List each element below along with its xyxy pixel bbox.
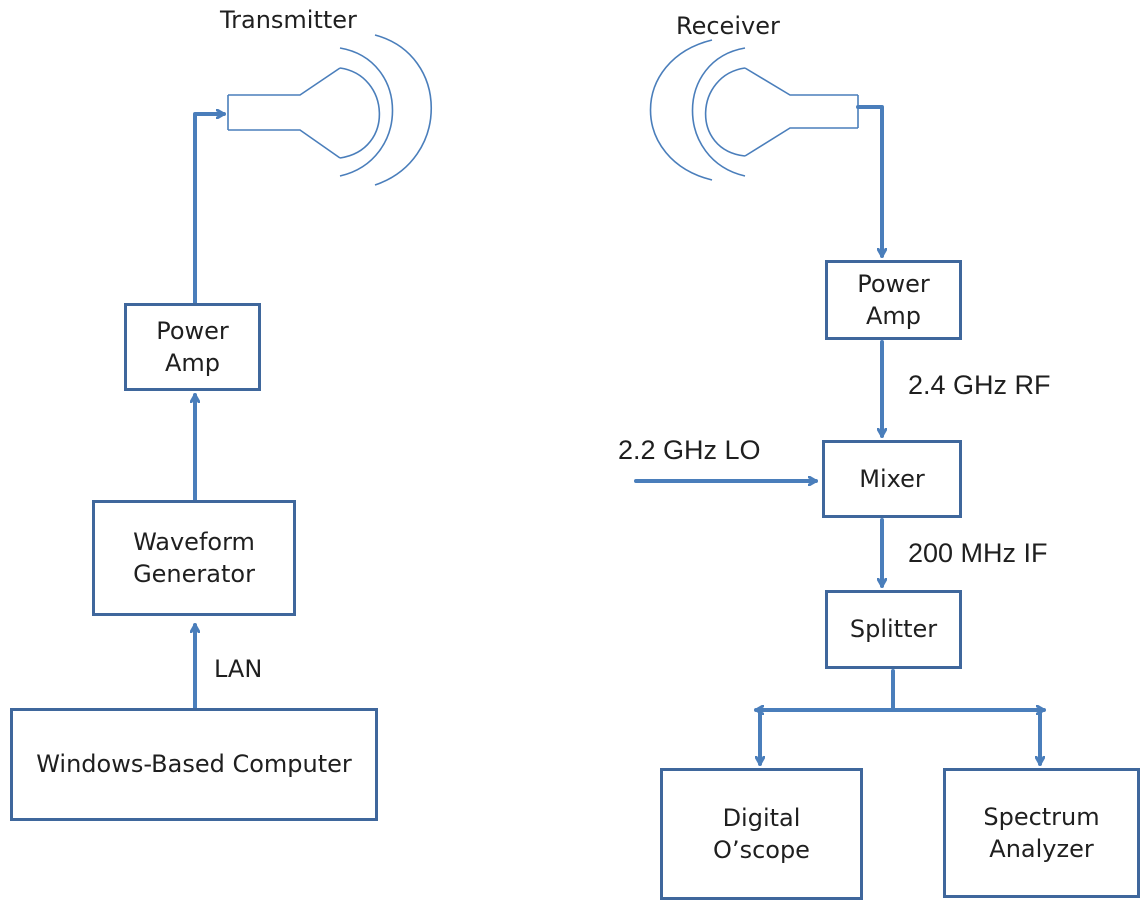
splitter-label: Splitter bbox=[849, 615, 938, 644]
computer-label: Windows-Based Computer bbox=[36, 750, 352, 779]
transmitter-antenna-icon bbox=[227, 34, 432, 186]
wire-receiver-to-amp bbox=[856, 105, 882, 258]
if-label: 200 MHz IF bbox=[908, 538, 1048, 568]
scope-label-line2: O’scope bbox=[713, 836, 810, 864]
mixer-label: Mixer bbox=[859, 464, 925, 493]
tx-amp-label-line2: Amp bbox=[164, 349, 221, 377]
wire-amp-to-transmitter bbox=[193, 114, 226, 305]
splitter-box: Splitter bbox=[825, 590, 962, 669]
receiver-antenna-icon bbox=[649, 39, 859, 181]
generator-label-line2: Generator bbox=[133, 560, 255, 588]
digital-oscope-box: Digital O’scope bbox=[660, 768, 863, 900]
analyzer-label-line2: Analyzer bbox=[989, 835, 1094, 863]
rf-label: 2.4 GHz RF bbox=[908, 370, 1051, 400]
tx-amp-label-line1: Power bbox=[156, 316, 229, 345]
spectrum-analyzer-box: Spectrum Analyzer bbox=[943, 768, 1140, 898]
receive-power-amp-box: Power Amp bbox=[825, 260, 962, 340]
waveform-generator-box: Waveform Generator bbox=[92, 500, 296, 616]
mixer-box: Mixer bbox=[822, 440, 962, 518]
transmit-power-amp-box: Power Amp bbox=[124, 303, 261, 391]
lo-label: 2.2 GHz LO bbox=[618, 435, 761, 465]
analyzer-label-line1: Spectrum bbox=[983, 802, 1100, 831]
rx-amp-label-line1: Power bbox=[857, 269, 930, 298]
transmitter-label: Transmitter bbox=[220, 6, 357, 34]
rx-amp-label-line2: Amp bbox=[865, 302, 922, 330]
wire-split-to-scope bbox=[760, 708, 895, 766]
wire-split-to-analyzer bbox=[891, 708, 1040, 766]
windows-computer-box: Windows-Based Computer bbox=[10, 708, 378, 821]
receiver-label: Receiver bbox=[676, 12, 780, 40]
lan-label: LAN bbox=[214, 655, 263, 683]
generator-label-line1: Waveform bbox=[133, 527, 255, 556]
scope-label-line1: Digital bbox=[722, 803, 801, 832]
